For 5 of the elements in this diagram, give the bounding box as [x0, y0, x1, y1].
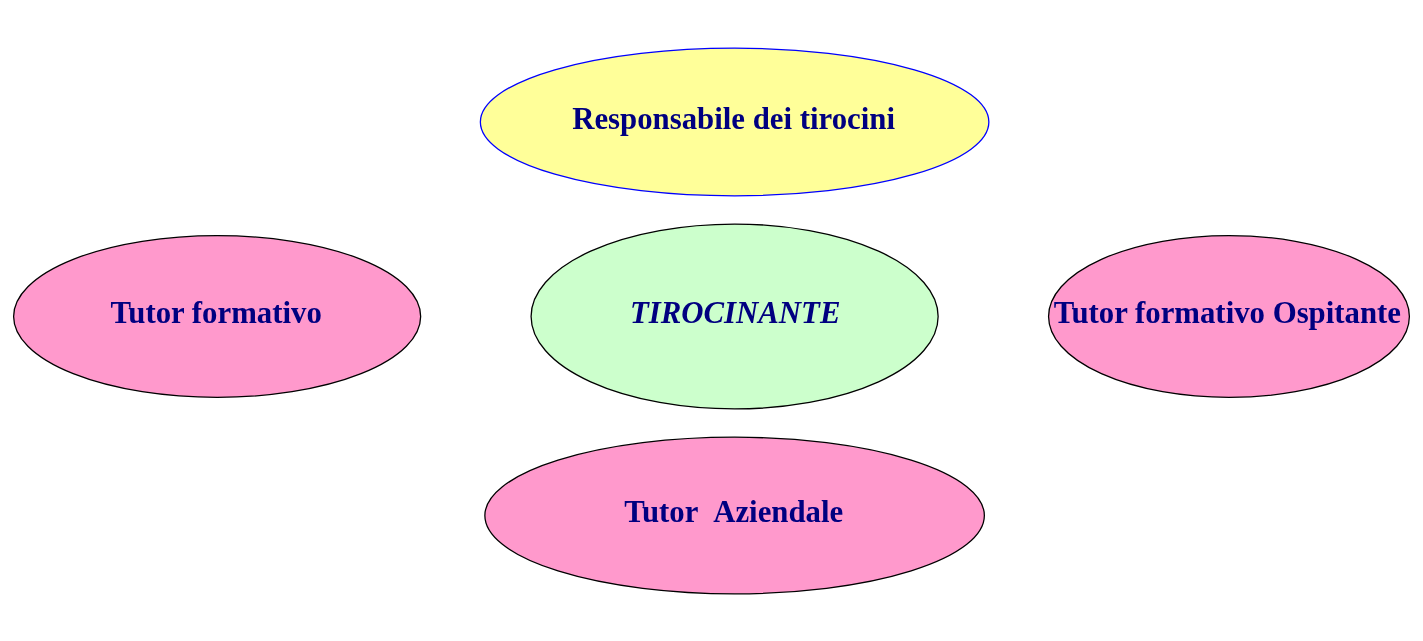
node-ellipse: Tutor formativo Ospitante	[1047, 234, 1411, 398]
node-ellipse: Responsabile dei tirocini	[479, 47, 990, 196]
node-ellipse: Tutor formativo	[12, 234, 422, 398]
node-ellipse: TIROCINANTE	[530, 222, 939, 410]
node-ellipse: Tutor Aziendale	[484, 436, 985, 594]
